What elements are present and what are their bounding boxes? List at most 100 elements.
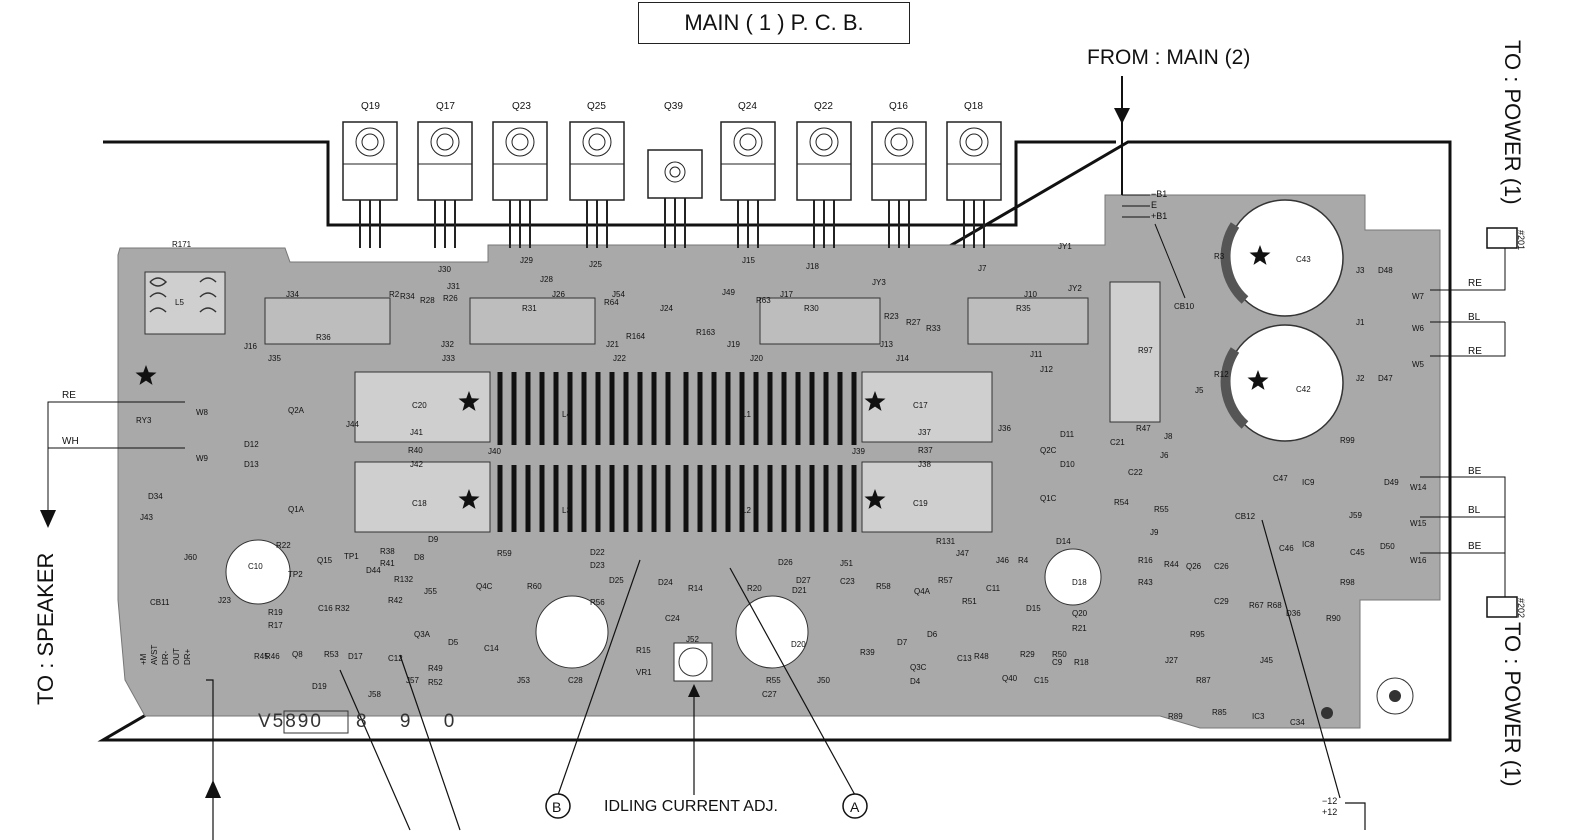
component-label: W16 <box>1410 556 1427 565</box>
transistor-label: Q23 <box>512 101 531 112</box>
to-power-label-top: TO : POWER (1) <box>1500 40 1525 205</box>
page-title: MAIN ( 1 ) P. C. B. <box>638 2 910 44</box>
cb11-pin: +M <box>139 653 148 665</box>
star-mark <box>135 365 157 385</box>
component-label: R54 <box>1114 498 1129 507</box>
component-label: VR1 <box>636 668 652 677</box>
component-label: J30 <box>438 265 451 274</box>
component-label: J34 <box>286 290 299 299</box>
voltage-plus12: +12 <box>1322 807 1338 817</box>
component-label: D19 <box>312 682 327 691</box>
component-label: J39 <box>852 447 865 456</box>
component-label: J23 <box>218 596 231 605</box>
wire-label: RE <box>62 390 76 401</box>
component-label: C34 <box>1290 718 1305 727</box>
component-label: R19 <box>268 608 283 617</box>
component-label: D14 <box>1056 537 1071 546</box>
component-label: C21 <box>1110 438 1125 447</box>
component-label: J58 <box>368 690 381 699</box>
component-label: D17 <box>348 652 363 661</box>
component-label: R89 <box>1168 712 1183 721</box>
transistor-label: Q25 <box>587 101 606 112</box>
component-label: J41 <box>410 428 423 437</box>
component-label: Q8 <box>292 650 303 659</box>
component-label: L2 <box>742 506 751 515</box>
component-label: J19 <box>727 340 740 349</box>
component-label: R41 <box>380 559 395 568</box>
component-label: R18 <box>1074 658 1089 667</box>
component-label: D48 <box>1378 266 1393 275</box>
component-label: R12 <box>1214 370 1229 379</box>
cb11-pin: DR- <box>161 650 170 665</box>
component-label: D34 <box>148 492 163 501</box>
component-label: J54 <box>612 290 625 299</box>
component-label: J38 <box>918 460 931 469</box>
component-label: J8 <box>1164 432 1173 441</box>
component-label: J29 <box>520 256 533 265</box>
component-label: TP1 <box>344 552 359 561</box>
component-label: IC8 <box>1302 540 1315 549</box>
component-label: R53 <box>324 650 339 659</box>
component-label: R55 <box>766 676 781 685</box>
component-label: D11 <box>1060 430 1075 439</box>
component-label: L4 <box>562 410 571 419</box>
wire-label: BL <box>1468 505 1481 516</box>
component-label: C9 <box>1052 658 1063 667</box>
component-label: R163 <box>696 328 716 337</box>
component-label: J53 <box>517 676 530 685</box>
component-label: C22 <box>1128 468 1143 477</box>
component-label: J50 <box>817 676 830 685</box>
component-label: J1 <box>1356 318 1365 327</box>
cb11-pin: DR+ <box>183 648 192 665</box>
component-label: J49 <box>722 288 735 297</box>
to-power-label-bottom: TO : POWER (1) <box>1500 622 1525 787</box>
component-label: R22 <box>276 541 291 550</box>
connector-202-label: #202 <box>1516 598 1526 619</box>
component-label: R4 <box>1018 556 1029 565</box>
component-label: R171 <box>172 240 192 249</box>
component-label: R97 <box>1138 346 1153 355</box>
from-main-label: FROM : MAIN (2) <box>1087 46 1251 69</box>
component-label: J44 <box>346 420 359 429</box>
component-label: R34 <box>400 292 415 301</box>
component-label: D9 <box>428 535 439 544</box>
transistor-body <box>417 121 473 248</box>
component-label: J51 <box>840 559 853 568</box>
wire-label: RE <box>1468 278 1482 289</box>
component-label: IC3 <box>1252 712 1265 721</box>
transistor-body <box>871 121 927 248</box>
component-label: R21 <box>1072 624 1087 633</box>
component-label: L1 <box>742 410 751 419</box>
component-label: R37 <box>918 446 933 455</box>
transistor-label: Q18 <box>964 101 983 112</box>
component-label: J33 <box>442 354 455 363</box>
component-label: J16 <box>244 342 257 351</box>
component-label: D24 <box>658 578 673 587</box>
component-label: R26 <box>443 294 458 303</box>
component-label: J37 <box>918 428 931 437</box>
component-label: W9 <box>196 454 208 463</box>
component-label: R36 <box>316 333 331 342</box>
component-label: J3 <box>1356 266 1365 275</box>
component-label: R2 <box>389 290 400 299</box>
component-label: J26 <box>552 290 565 299</box>
component-label: R39 <box>860 648 875 657</box>
component-label: CB12 <box>1235 512 1256 521</box>
component-label: R90 <box>1326 614 1341 623</box>
component-label: R47 <box>1136 424 1151 433</box>
component-label: J22 <box>613 354 626 363</box>
component-label: J12 <box>1040 365 1053 374</box>
transistor-body <box>720 121 776 248</box>
component-label: Q4C <box>476 582 493 591</box>
connector-201-label: #201 <box>1516 230 1526 251</box>
component-label: D18 <box>1072 578 1087 587</box>
component-label: D20 <box>791 640 806 649</box>
component-label: R44 <box>1164 560 1179 569</box>
component-label: Q3A <box>414 630 431 639</box>
component-label: R17 <box>268 621 283 630</box>
board-code-suffix: 8 9 0 <box>356 711 469 732</box>
component-label: TP2 <box>288 570 303 579</box>
component-label: R33 <box>926 324 941 333</box>
component-label: R45 <box>254 652 269 661</box>
star-mark <box>458 489 480 509</box>
